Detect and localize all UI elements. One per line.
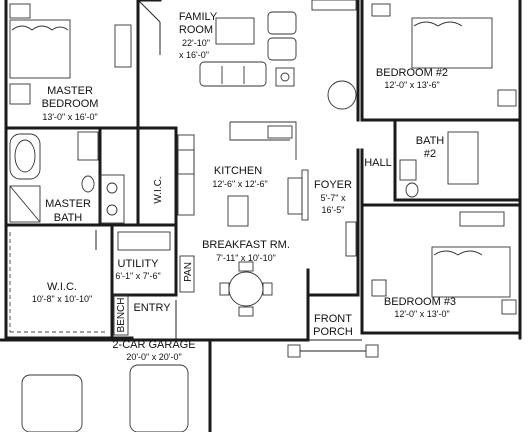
garage-dims: 20'-0" x 20'-0"	[126, 352, 181, 362]
bedroom2-dims: 12'-0" x 13'-6"	[384, 80, 439, 90]
master-bedroom-furniture	[9, 3, 71, 105]
family-room-furniture	[114, 0, 357, 110]
bath2-name-1: BATH	[416, 135, 445, 147]
family-room-name-1: FAMILY	[179, 11, 218, 23]
front-porch-name-1: FRONT	[314, 313, 352, 325]
garage-name: 2-CAR GARAGE	[112, 339, 195, 351]
family-room-dims-2: x 16'-0"	[179, 50, 209, 60]
master-bath-name-1: MASTER	[45, 198, 91, 210]
master-bedroom-name-2: BEDROOM	[42, 98, 99, 110]
family-room-name-2: ROOM	[179, 24, 213, 36]
master-bedroom-name-1: MASTER	[47, 85, 93, 97]
wic-large-dims: 10'-8" x 10'-10"	[32, 294, 92, 304]
foyer-dims-1: 5'-7" x	[321, 193, 346, 203]
pan-name: PAN	[183, 262, 194, 282]
bedroom3-dims: 12'-0" x 13'-0"	[394, 309, 449, 319]
bedroom2-name: BEDROOM #2	[376, 67, 448, 79]
entry-name: ENTRY	[133, 302, 171, 314]
foyer-porch-fixtures	[287, 221, 379, 358]
breakfast-dims: 7'-11" x 10'-10"	[216, 253, 276, 263]
kitchen-dims: 12'-6" x 12'-6"	[212, 179, 267, 189]
kitchen-name: KITCHEN	[214, 165, 262, 177]
bench-name: BENCH	[116, 297, 127, 332]
bedroom-fixtures	[371, 3, 517, 315]
breakfast-table	[219, 261, 273, 317]
garage-fixtures	[21, 300, 189, 432]
wic-small-name: W.I.C.	[153, 176, 164, 203]
master-bath-fixtures	[9, 131, 125, 224]
foyer-dims-2: 16'-5"	[322, 205, 345, 215]
utility-name: UTILITY	[118, 258, 160, 270]
bath2-name-2: #2	[424, 148, 436, 160]
room-labels: FAMILY ROOM 22'-10" x 16'-0" MASTER BEDR…	[32, 11, 456, 362]
wic-large-name: W.I.C.	[47, 281, 77, 293]
hall-name: HALL	[364, 157, 392, 169]
foyer-name: FOYER	[314, 179, 352, 191]
master-bath-name-2: BATH	[54, 212, 83, 224]
utility-fixtures	[9, 230, 195, 336]
kitchen-fixtures	[177, 121, 309, 227]
utility-dims: 6'-1" x 7'-6"	[115, 271, 160, 281]
family-room-dims-1: 22'-10"	[182, 38, 210, 48]
front-porch-name-2: PORCH	[313, 326, 353, 338]
breakfast-name: BREAKFAST RM.	[202, 239, 290, 251]
master-bedroom-dims: 13'-0" x 16'-0"	[42, 112, 97, 122]
bedroom3-name: BEDROOM #3	[384, 296, 456, 308]
interior-walls	[4, 0, 522, 342]
